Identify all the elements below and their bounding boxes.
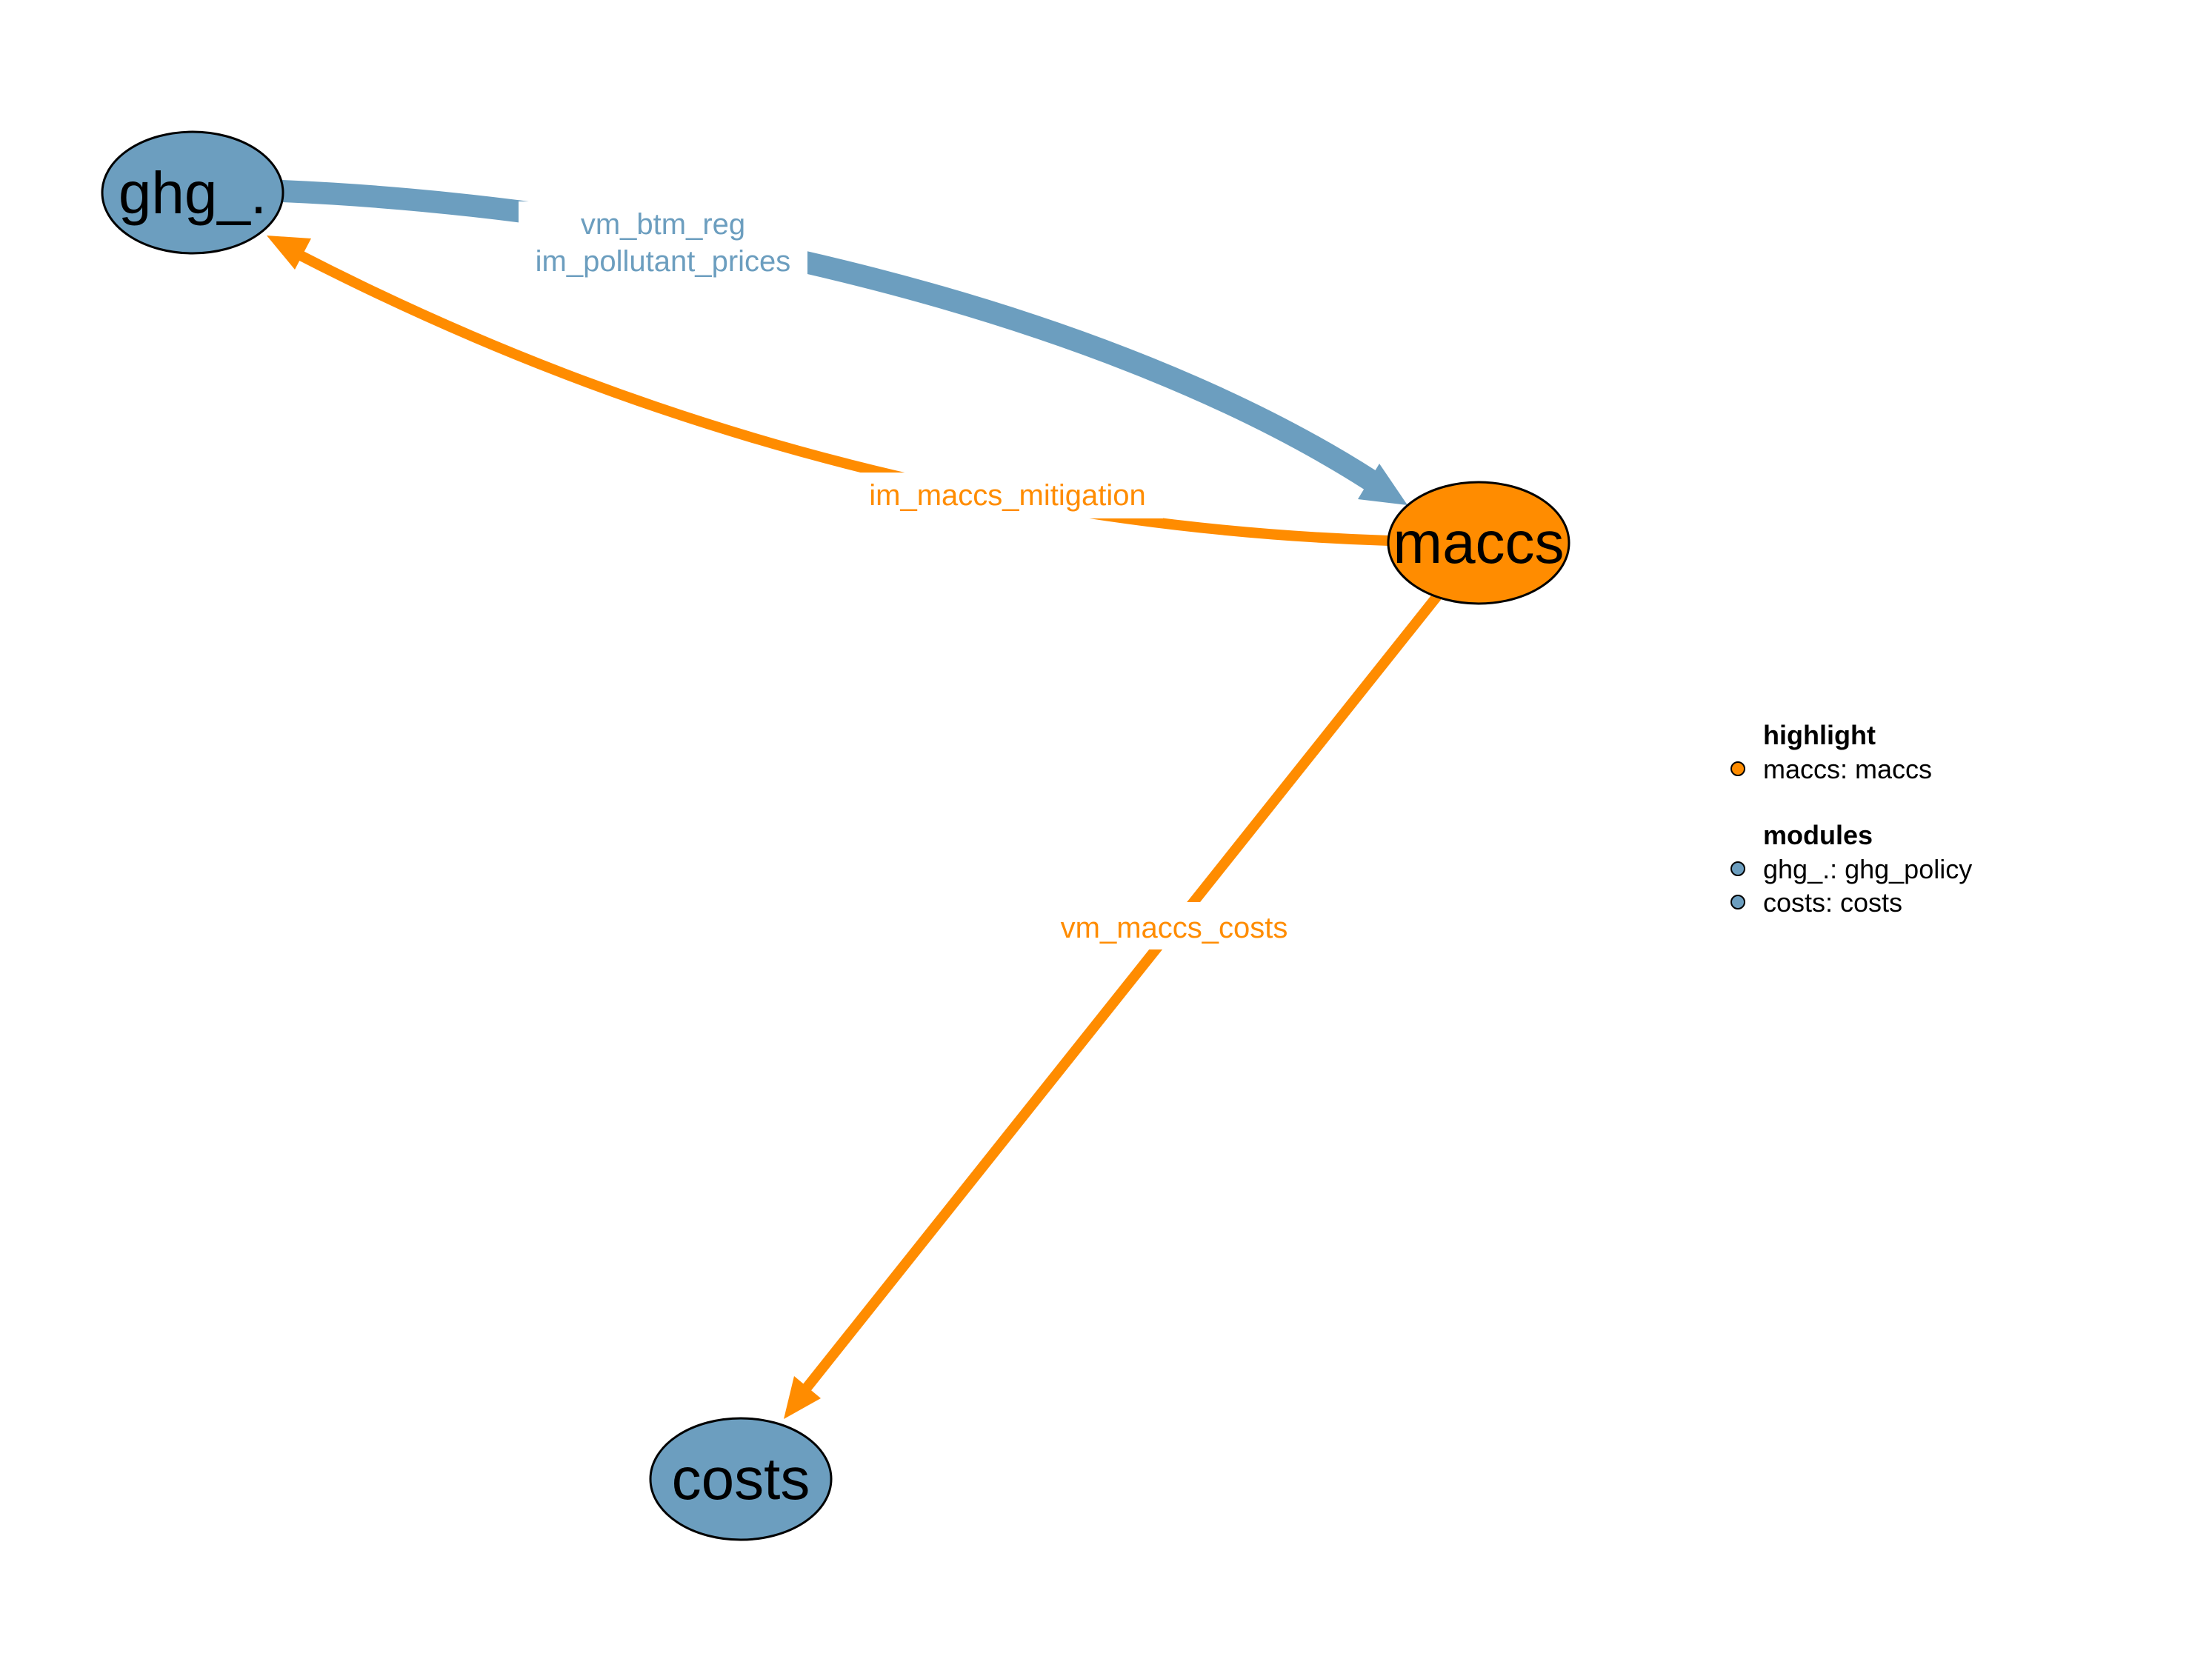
node-maccs[interactable]: maccs	[1387, 481, 1570, 605]
node-ghg-label: ghg_.	[119, 160, 267, 226]
edge-maccs-to-costs-label-bg	[1041, 902, 1307, 949]
edge-ghg-to-maccs-label-bg	[519, 201, 807, 283]
node-costs-shape	[649, 1417, 833, 1541]
legend-highlight-title: highlight	[1763, 720, 1876, 750]
legend: highlight maccs: maccs modules ghg_.: gh…	[1730, 720, 1972, 918]
edge-maccs-to-ghg-label: im_maccs_mitigation	[869, 479, 1145, 512]
edge-maccs-to-costs-label: vm_maccs_costs	[1061, 912, 1288, 944]
edge-ghg-to-maccs-line	[281, 180, 1385, 495]
node-maccs-label: maccs	[1393, 510, 1564, 575]
legend-modules-item-1: ghg_.: ghg_policy	[1763, 854, 1972, 884]
edge-maccs-to-ghg: im_maccs_mitigation	[267, 236, 1390, 546]
legend-highlight-item: maccs: maccs	[1763, 754, 1932, 784]
edge-ghg-to-maccs-label-2: im_pollutant_prices	[536, 245, 791, 278]
edge-maccs-to-ghg-arrowhead	[267, 236, 311, 270]
legend-modules-dot-1	[1730, 861, 1745, 876]
edge-maccs-to-costs-line	[802, 592, 1442, 1392]
legend-modules-title: modules	[1763, 820, 1873, 850]
edge-ghg-to-maccs-label-1: vm_btm_reg	[581, 208, 745, 241]
edge-maccs-to-ghg-label-bg	[852, 473, 1163, 518]
legend-modules-dot-2	[1730, 895, 1745, 909]
node-costs[interactable]: costs	[649, 1417, 833, 1541]
node-ghg[interactable]: ghg_.	[101, 130, 284, 255]
edge-ghg-to-maccs: vm_btm_reg im_pollutant_prices	[281, 180, 1408, 505]
node-maccs-shape	[1387, 481, 1570, 605]
legend-modules-item-2: costs: costs	[1763, 887, 1902, 918]
legend-highlight-dot	[1730, 761, 1745, 776]
edge-maccs-to-costs-arrowhead	[784, 1376, 821, 1419]
node-ghg-shape	[101, 130, 284, 255]
edge-maccs-to-costs: vm_maccs_costs	[784, 592, 1442, 1419]
edge-maccs-to-ghg-line	[293, 248, 1390, 546]
node-costs-label: costs	[672, 1446, 810, 1512]
edge-ghg-to-maccs-arrowhead	[1358, 464, 1408, 505]
